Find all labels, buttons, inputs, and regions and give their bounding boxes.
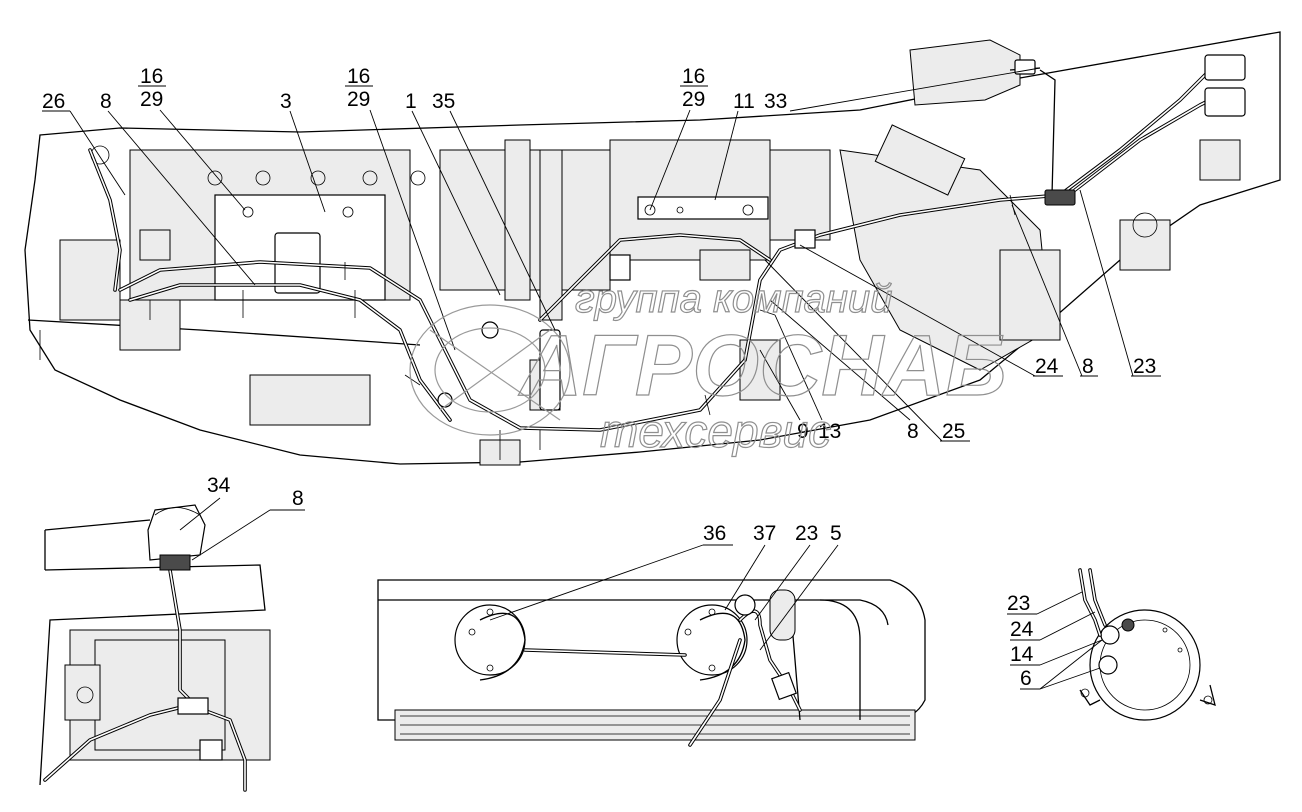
callout-14: 14 <box>1010 643 1034 666</box>
callout-23: 23 <box>1133 355 1156 378</box>
callout-26: 26 <box>42 90 65 113</box>
callout-11: 11 <box>733 90 755 113</box>
callout-33: 33 <box>764 90 787 113</box>
watermark: группа компаний АГРОСНАБ техсервис <box>409 276 1007 458</box>
callout-6: 6 <box>1020 667 1032 690</box>
callout-9: 9 <box>797 420 809 443</box>
watermark-logo <box>409 304 571 436</box>
callout-16: 16 <box>140 65 163 88</box>
callout-23: 23 <box>1007 592 1030 615</box>
view-sensor-detail: 34 8 <box>39 474 305 792</box>
callout-35: 35 <box>432 90 455 113</box>
callout-16: 16 <box>682 65 705 88</box>
callout-5: 5 <box>830 522 842 545</box>
callout-37: 37 <box>753 522 776 545</box>
callout-8: 8 <box>100 90 112 113</box>
callout-34: 34 <box>207 474 231 497</box>
view-generator: 23 24 14 6 <box>1007 568 1216 721</box>
callout-8: 8 <box>907 420 919 443</box>
callout-23: 23 <box>795 522 818 545</box>
callout-24: 24 <box>1035 355 1059 378</box>
callout-29: 29 <box>140 88 163 111</box>
callout-24: 24 <box>1010 618 1034 641</box>
callout-3: 3 <box>280 90 292 113</box>
view-horns: 36 37 23 5 <box>377 522 926 747</box>
callout-8: 8 <box>292 487 304 510</box>
callout-36: 36 <box>703 522 726 545</box>
callout-25: 25 <box>942 420 965 443</box>
callout-13: 13 <box>818 420 841 443</box>
callouts-main: 26 8 16 29 3 16 29 1 35 16 29 11 <box>42 65 1161 443</box>
watermark-line1: группа компаний <box>575 277 892 321</box>
watermark-line2: АГРОСНАБ <box>518 318 1006 414</box>
callout-8: 8 <box>1082 355 1094 378</box>
watermark-line3: техсервис <box>600 405 831 457</box>
callout-29: 29 <box>682 88 705 111</box>
callout-29: 29 <box>347 88 370 111</box>
callout-16: 16 <box>347 65 370 88</box>
callout-1: 1 <box>405 90 417 113</box>
